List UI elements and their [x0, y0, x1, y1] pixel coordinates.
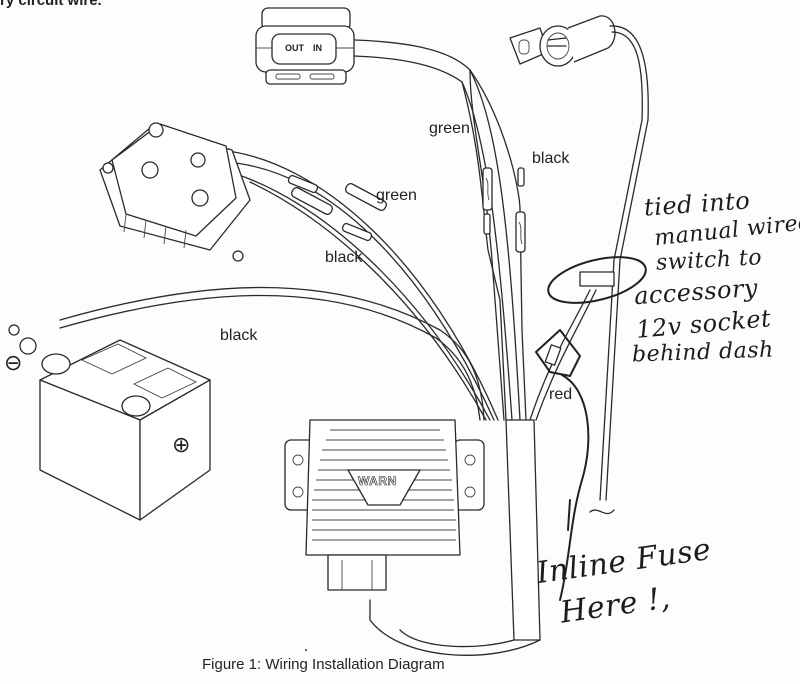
- fuse-wire-sketch: [559, 374, 590, 601]
- label-contactor-green: green: [376, 187, 417, 204]
- hand-circle: [547, 256, 647, 304]
- cutoff-text: ry circuit wire.: [0, 0, 102, 9]
- switch-out-label: OUT: [285, 43, 304, 53]
- positive-terminal-icon: ⊕: [172, 432, 191, 457]
- negative-terminal-icon: ⊖: [4, 350, 23, 375]
- label-switch-green: green: [429, 120, 470, 137]
- switch-in-label: IN: [313, 43, 322, 53]
- control-module: [284, 419, 485, 591]
- figure-caption: Figure 1: Wiring Installation Diagram: [202, 656, 445, 673]
- fuse-box-sketch: [535, 329, 581, 377]
- label-contactor-black: black: [325, 249, 363, 266]
- contactor: [99, 122, 251, 262]
- annotation-line: behind dash: [631, 337, 775, 368]
- battery: [8, 324, 211, 521]
- rocker-switch: [255, 7, 355, 85]
- label-battery-black: black: [220, 327, 258, 344]
- label-fuse-red: red: [549, 386, 573, 403]
- key-switch: [509, 15, 616, 67]
- warn-logo: WARN: [358, 474, 397, 489]
- label-switch-black: black: [532, 150, 570, 167]
- cable-tie-clip: [579, 271, 615, 287]
